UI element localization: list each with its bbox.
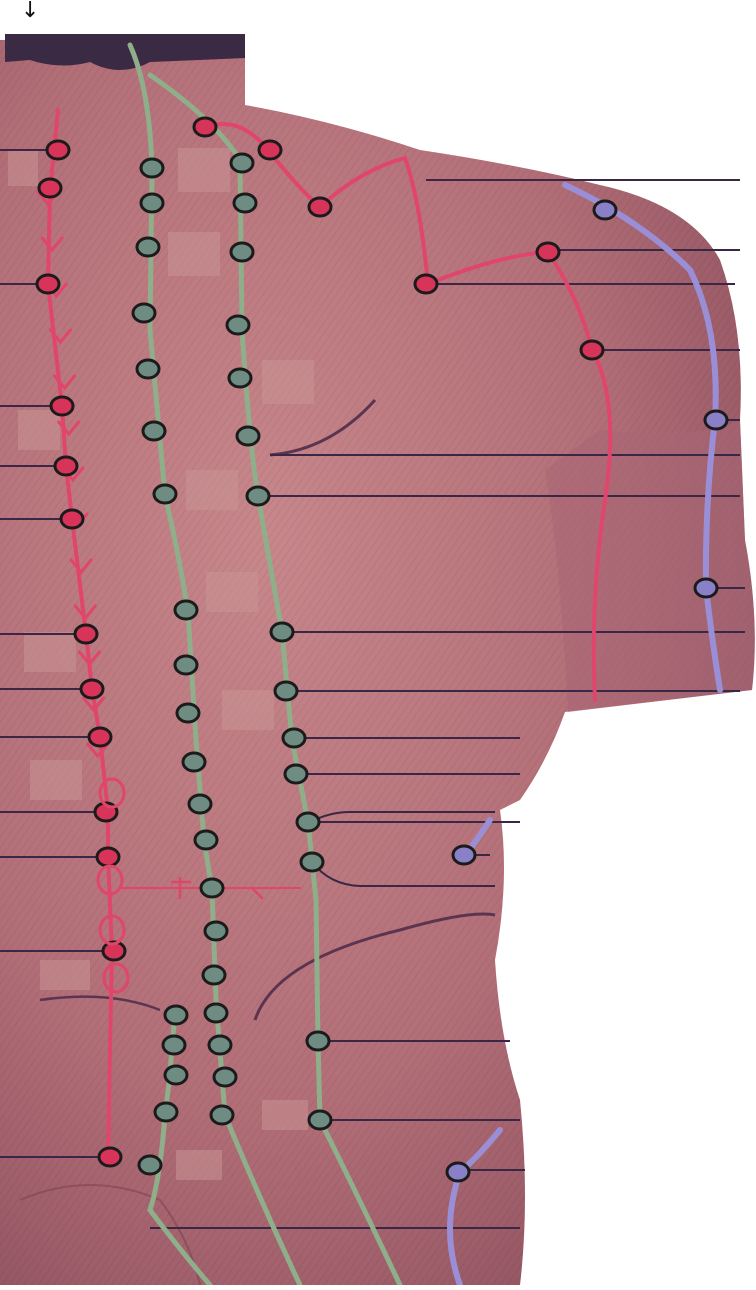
- label-patch: [8, 150, 38, 186]
- bladder-point: [231, 154, 253, 172]
- bladder-point: [203, 966, 225, 984]
- bladder-point: [163, 1036, 185, 1054]
- label-patch: [176, 1150, 222, 1180]
- small-intestine-point: [259, 141, 281, 159]
- bladder-point: [205, 1004, 227, 1022]
- bladder-point: [137, 238, 159, 256]
- bladder-point: [297, 813, 319, 831]
- small-intestine-point: [537, 243, 559, 261]
- label-patch: [168, 232, 220, 276]
- bladder-point: [165, 1066, 187, 1084]
- governing-point: [51, 397, 73, 415]
- bladder-point: [205, 922, 227, 940]
- bladder-point: [137, 360, 159, 378]
- bladder-point: [285, 765, 307, 783]
- governing-point: [55, 457, 77, 475]
- bladder-point: [307, 1032, 329, 1050]
- bladder-point: [231, 243, 253, 261]
- label-patch: [262, 1100, 308, 1130]
- bladder-point: [237, 427, 259, 445]
- bladder-point: [139, 1156, 161, 1174]
- bladder-point: [154, 485, 176, 503]
- bladder-point: [211, 1106, 233, 1124]
- gallbladder-point: [705, 411, 727, 429]
- bladder-point: [247, 487, 269, 505]
- governing-point: [81, 680, 103, 698]
- bladder-point: [175, 601, 197, 619]
- bladder-point: [165, 1006, 187, 1024]
- down-arrow-icon: ↓: [21, 0, 39, 22]
- bladder-point: [195, 831, 217, 849]
- governing-point: [61, 510, 83, 528]
- bladder-point: [141, 194, 163, 212]
- governing-point: [37, 275, 59, 293]
- governing-point: [89, 728, 111, 746]
- bladder-point: [214, 1068, 236, 1086]
- bladder-point: [175, 656, 197, 674]
- governing-point: [75, 625, 97, 643]
- bladder-point: [234, 194, 256, 212]
- bladder-point: [201, 879, 223, 897]
- governing-point: [97, 848, 119, 866]
- gallbladder-point: [594, 201, 616, 219]
- bladder-point: [143, 422, 165, 440]
- small-intestine-point: [581, 341, 603, 359]
- governing-point: [99, 1148, 121, 1166]
- bladder-point: [229, 369, 251, 387]
- label-patch: [18, 410, 60, 450]
- bladder-point: [301, 853, 323, 871]
- bladder-point: [155, 1103, 177, 1121]
- gallbladder-point: [695, 579, 717, 597]
- small-intestine-point: [309, 198, 331, 216]
- small-intestine-point: [194, 118, 216, 136]
- governing-point: [47, 141, 69, 159]
- upper-arm: [545, 420, 755, 712]
- governing-point: [39, 179, 61, 197]
- gallbladder-point: [447, 1163, 469, 1181]
- small-intestine-point: [415, 275, 437, 293]
- label-patch: [262, 360, 314, 404]
- label-patch: [206, 572, 258, 612]
- bladder-point: [133, 304, 155, 322]
- bladder-point: [271, 623, 293, 641]
- bladder-point: [189, 795, 211, 813]
- bladder-point: [283, 729, 305, 747]
- label-patch: [24, 632, 76, 672]
- bladder-point: [183, 753, 205, 771]
- bladder-point: [309, 1111, 331, 1129]
- label-patch: [40, 960, 90, 990]
- label-patch: [222, 690, 274, 730]
- bladder-point: [227, 316, 249, 334]
- bladder-point: [275, 682, 297, 700]
- label-patch: [30, 760, 82, 800]
- gallbladder-point: [453, 846, 475, 864]
- label-patch: [178, 148, 230, 192]
- bladder-point: [209, 1036, 231, 1054]
- bladder-point: [177, 704, 199, 722]
- bladder-point: [141, 159, 163, 177]
- label-patch: [186, 470, 238, 510]
